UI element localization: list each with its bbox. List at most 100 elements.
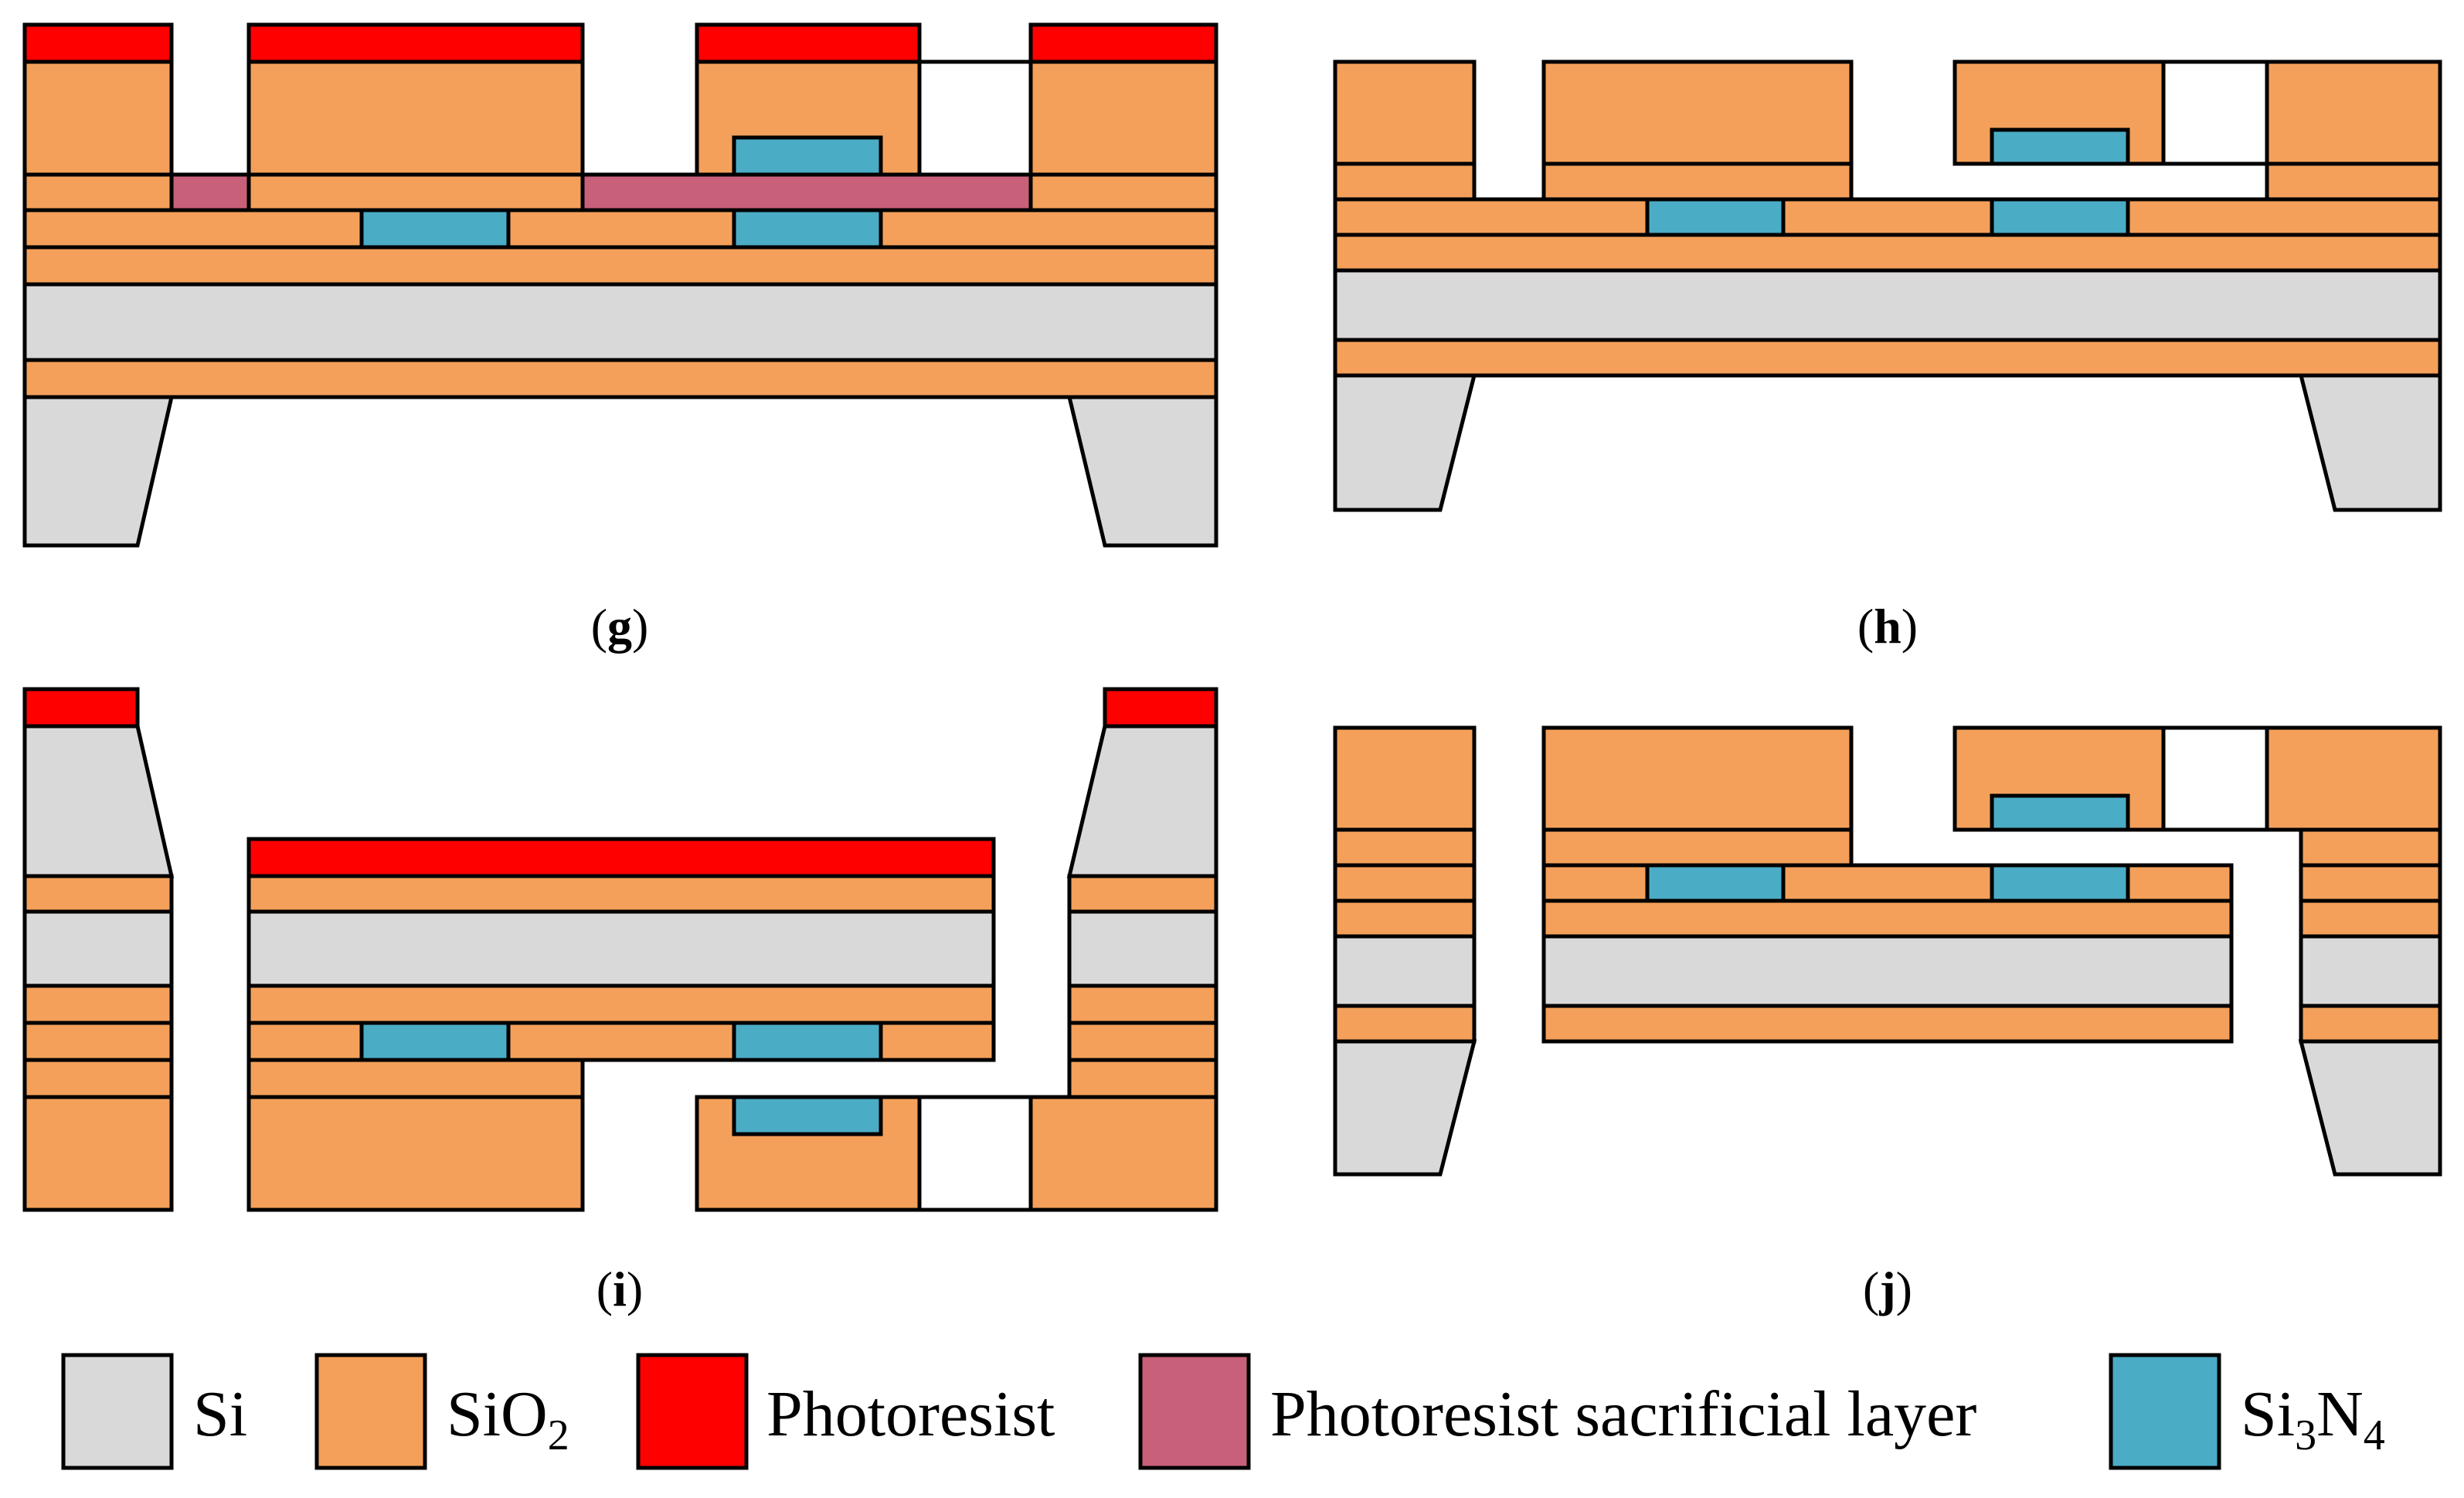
legend-label-photoresist: Photoresist bbox=[766, 1378, 1055, 1450]
photoresist-strip bbox=[22, 22, 174, 64]
si3n4-block bbox=[1990, 863, 2130, 903]
sio2-block bbox=[1028, 1095, 1218, 1212]
si-layer bbox=[22, 909, 174, 988]
sio2-layer bbox=[246, 983, 996, 1025]
sio2-layer bbox=[246, 172, 585, 212]
si3n4-block bbox=[732, 1095, 883, 1136]
si3n4-block bbox=[1645, 863, 1786, 903]
sio2-layer bbox=[1333, 197, 2442, 237]
sio2-layer bbox=[1333, 827, 1477, 868]
si3n4-block bbox=[359, 1021, 511, 1062]
si3n4-block bbox=[1990, 793, 2130, 832]
panel-g: (g) bbox=[22, 22, 1218, 654]
si3n4-block bbox=[359, 208, 511, 250]
si3n4-block bbox=[732, 135, 883, 177]
sio2-layer bbox=[1067, 1021, 1218, 1062]
sio2-block bbox=[1028, 59, 1218, 177]
photoresist-strip bbox=[246, 837, 996, 878]
panel-j: (j) bbox=[1333, 725, 2442, 1316]
sio2-block bbox=[22, 59, 174, 177]
si-layer bbox=[1333, 934, 1477, 1008]
sio2-block bbox=[1333, 725, 1477, 832]
si-layer bbox=[1333, 268, 2442, 342]
sio2-layer bbox=[22, 1021, 174, 1062]
legend-swatch-sio2 bbox=[314, 1353, 427, 1470]
sio2-layer bbox=[22, 208, 1218, 250]
void-region bbox=[2161, 725, 2269, 832]
sio2-layer bbox=[22, 874, 174, 914]
panel-h: (h) bbox=[1333, 59, 2442, 654]
photoresist-strip bbox=[695, 22, 922, 64]
sio2-block bbox=[1333, 59, 1477, 166]
legend-swatch-si3n4 bbox=[2109, 1353, 2221, 1470]
legend-label-sacrificial: Photoresist sacrificial layer bbox=[1270, 1378, 1976, 1450]
sio2-layer bbox=[1333, 898, 1477, 939]
panel-j-caption: (j) bbox=[1863, 1262, 1912, 1316]
sio2-layer bbox=[22, 358, 1218, 399]
si-layer bbox=[1541, 934, 2234, 1008]
sio2-block bbox=[2265, 59, 2442, 202]
sio2-layer bbox=[1028, 172, 1218, 212]
void-region bbox=[917, 1095, 1033, 1212]
si-substrate-leg bbox=[22, 395, 175, 548]
si-layer bbox=[2299, 934, 2442, 1008]
panel-i-caption: (i) bbox=[596, 1262, 643, 1316]
sio2-layer bbox=[2299, 1004, 2442, 1044]
sio2-layer bbox=[1067, 874, 1218, 914]
sio2-layer bbox=[246, 874, 996, 914]
si-layer bbox=[1067, 909, 1218, 988]
legend-label-si3n4: Si3N4 bbox=[2241, 1378, 2385, 1459]
si3n4-block bbox=[1645, 197, 1786, 237]
sio2-layer bbox=[1541, 898, 2234, 939]
sacrificial-fill bbox=[580, 172, 1033, 212]
legend-label-si: Si bbox=[193, 1378, 247, 1450]
sio2-layer bbox=[1333, 338, 2442, 378]
void-region bbox=[2161, 59, 2269, 166]
legend-swatch-sacrificial bbox=[1138, 1353, 1251, 1470]
sio2-layer bbox=[1067, 983, 1218, 1025]
sio2-layer bbox=[22, 983, 174, 1025]
sio2-layer bbox=[1541, 161, 1854, 202]
sio2-block bbox=[22, 1095, 174, 1212]
sio2-layer bbox=[2299, 863, 2442, 903]
sio2-layer bbox=[2299, 898, 2442, 939]
sio2-layer bbox=[1067, 1058, 1218, 1099]
legend-swatch-si bbox=[61, 1353, 174, 1470]
sio2-block bbox=[1541, 725, 1854, 832]
si-layer bbox=[22, 282, 1218, 362]
si-substrate-leg bbox=[2298, 1039, 2442, 1177]
sio2-block bbox=[2265, 725, 2442, 832]
sio2-layer bbox=[22, 245, 1218, 287]
sacrificial-fill bbox=[169, 172, 251, 212]
sio2-layer bbox=[246, 1058, 585, 1099]
sio2-block bbox=[1541, 59, 1854, 166]
si3n4-block bbox=[1990, 127, 2130, 166]
legend-label-sio2: SiO2 bbox=[447, 1378, 569, 1459]
panel-i: (i) bbox=[22, 687, 1218, 1316]
si-substrate-leg bbox=[1066, 395, 1218, 548]
sio2-layer bbox=[1541, 1004, 2234, 1044]
si3n4-block bbox=[1990, 197, 2130, 237]
si-substrate-leg bbox=[1333, 1039, 1477, 1177]
sio2-layer bbox=[22, 172, 174, 212]
si-substrate-leg bbox=[1333, 373, 1477, 512]
sio2-layer bbox=[1333, 863, 1477, 903]
sio2-layer bbox=[22, 1058, 174, 1099]
sio2-block bbox=[246, 1095, 585, 1212]
si-substrate-leg bbox=[2298, 373, 2442, 512]
si-layer bbox=[246, 909, 996, 988]
legend: Si SiO2 Photoresist Photoresist sacrific… bbox=[61, 1353, 2385, 1470]
photoresist-strip bbox=[22, 687, 140, 729]
sio2-layer bbox=[1333, 161, 1477, 202]
si3n4-block bbox=[732, 208, 883, 250]
sio2-layer bbox=[1541, 827, 1854, 868]
void-region bbox=[917, 59, 1033, 177]
sio2-block bbox=[246, 59, 585, 177]
si-tapered-segment bbox=[22, 724, 175, 878]
panel-h-caption: (h) bbox=[1857, 599, 1918, 654]
photoresist-strip bbox=[1103, 687, 1218, 729]
sio2-layer bbox=[1333, 233, 2442, 273]
sio2-layer bbox=[1333, 1004, 1477, 1044]
legend-swatch-photoresist bbox=[636, 1353, 749, 1470]
